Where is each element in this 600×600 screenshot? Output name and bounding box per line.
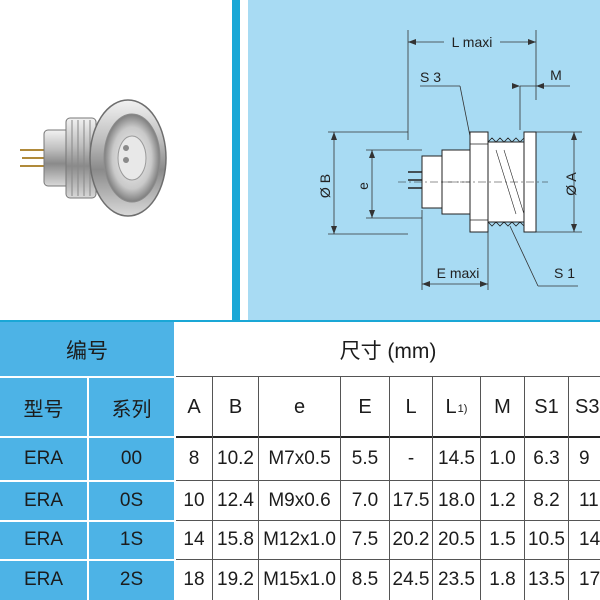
e-maxi-label: E maxi	[437, 265, 480, 281]
s3-cell: 14	[579, 529, 600, 550]
dia-a-label: Ø A	[563, 172, 579, 196]
l-footnoted-cell: 18.0	[438, 489, 475, 511]
header-model: 型号	[23, 398, 64, 421]
series-cell: 2S	[119, 569, 144, 590]
m-cell: 1.2	[489, 489, 516, 511]
series-cell: 0S	[119, 489, 144, 511]
header-e-thread: e	[293, 395, 306, 418]
grid-line	[87, 376, 89, 600]
e-max-cell: 7.0	[351, 489, 379, 511]
grid-line	[176, 480, 600, 481]
header-l: L	[405, 395, 417, 418]
grid-line	[176, 520, 600, 521]
grid-line	[568, 376, 569, 600]
series-cell: 1S	[119, 529, 144, 550]
l-maxi-label: L maxi	[452, 34, 493, 50]
header-b: B	[228, 395, 243, 418]
b-cell: 12.4	[217, 489, 254, 511]
grid-line	[340, 376, 341, 600]
table-dimension-columns	[176, 322, 600, 600]
a-cell: 14	[183, 529, 205, 550]
grid-line	[432, 376, 433, 600]
grid-line	[174, 322, 176, 600]
grid-line	[524, 376, 525, 600]
s3-cell: 17	[579, 569, 600, 590]
l-cell: -	[407, 448, 415, 469]
b-cell: 19.2	[217, 569, 254, 590]
a-cell: 18	[183, 569, 205, 590]
e-thread-cell: M9x0.6	[268, 489, 331, 511]
header-s1: S1	[534, 395, 559, 418]
technical-drawing: L maxi M S 3 Ø B e	[248, 0, 600, 320]
section-rule	[0, 320, 600, 322]
m-cell: 1.0	[489, 448, 516, 469]
header-a: A	[187, 395, 201, 418]
l-footnoted-cell: 20.5	[438, 529, 475, 550]
dia-b-label: Ø B	[317, 174, 333, 198]
header-series: 系列	[111, 398, 152, 421]
s1-cell: 10.5	[528, 529, 565, 550]
header-e-max: E	[358, 395, 372, 418]
b-cell: 15.8	[217, 529, 254, 550]
grid-line	[258, 376, 259, 600]
l-cell: 20.2	[392, 529, 430, 550]
model-cell: ERA	[23, 489, 64, 511]
l-footnoted-cell: 23.5	[438, 569, 475, 590]
connector-section	[398, 131, 548, 233]
a-cell: 10	[183, 489, 205, 511]
l-cell: 24.5	[392, 569, 430, 590]
header-group-dimensions: 尺寸 (mm)	[339, 340, 437, 363]
e-thread-cell: M7x0.5	[268, 448, 331, 469]
e-thread-cell: M15x1.0	[263, 569, 336, 590]
s1-cell: 8.2	[533, 489, 560, 511]
product-photo-panel	[0, 0, 232, 322]
l-footnoted-cell: 14.5	[438, 448, 475, 469]
header-group-numbering: 编号	[66, 340, 108, 363]
series-cell: 00	[120, 448, 143, 469]
connector-photo	[20, 99, 167, 217]
header-s3: S3	[575, 395, 600, 418]
s1-cell: 6.3	[533, 448, 560, 469]
s3-cell: 9	[579, 448, 590, 469]
e-label: e	[355, 182, 371, 190]
e-max-cell: 8.5	[351, 569, 379, 590]
header-l-footnoted-label: L	[445, 395, 457, 418]
m-label: M	[550, 67, 562, 83]
m-cell: 1.5	[489, 529, 516, 550]
drawing-svg: L maxi M S 3 Ø B e	[317, 30, 582, 290]
e-thread-cell: M12x1.0	[263, 529, 336, 550]
grid-line	[212, 376, 213, 600]
model-cell: ERA	[23, 448, 64, 469]
grid-line	[389, 376, 390, 600]
grid-line	[480, 376, 481, 600]
l-cell: 17.5	[392, 489, 430, 511]
e-max-cell: 7.5	[351, 529, 379, 550]
model-cell: ERA	[23, 529, 64, 550]
e-max-cell: 5.5	[351, 448, 379, 469]
m-cell: 1.8	[489, 569, 516, 590]
s3-cell: 11	[579, 489, 599, 511]
b-cell: 10.2	[217, 448, 254, 469]
s1-label: S 1	[554, 265, 575, 281]
grid-line	[176, 436, 600, 438]
s3-label: S 3	[420, 69, 441, 85]
footnote-marker: 1)	[457, 403, 468, 415]
s1-cell: 13.5	[528, 569, 565, 590]
header-m: M	[494, 395, 511, 418]
grid-line	[176, 559, 600, 560]
a-cell: 8	[188, 448, 200, 469]
model-cell: ERA	[23, 569, 64, 590]
divider-bar	[232, 0, 240, 322]
grid-line	[176, 376, 600, 377]
